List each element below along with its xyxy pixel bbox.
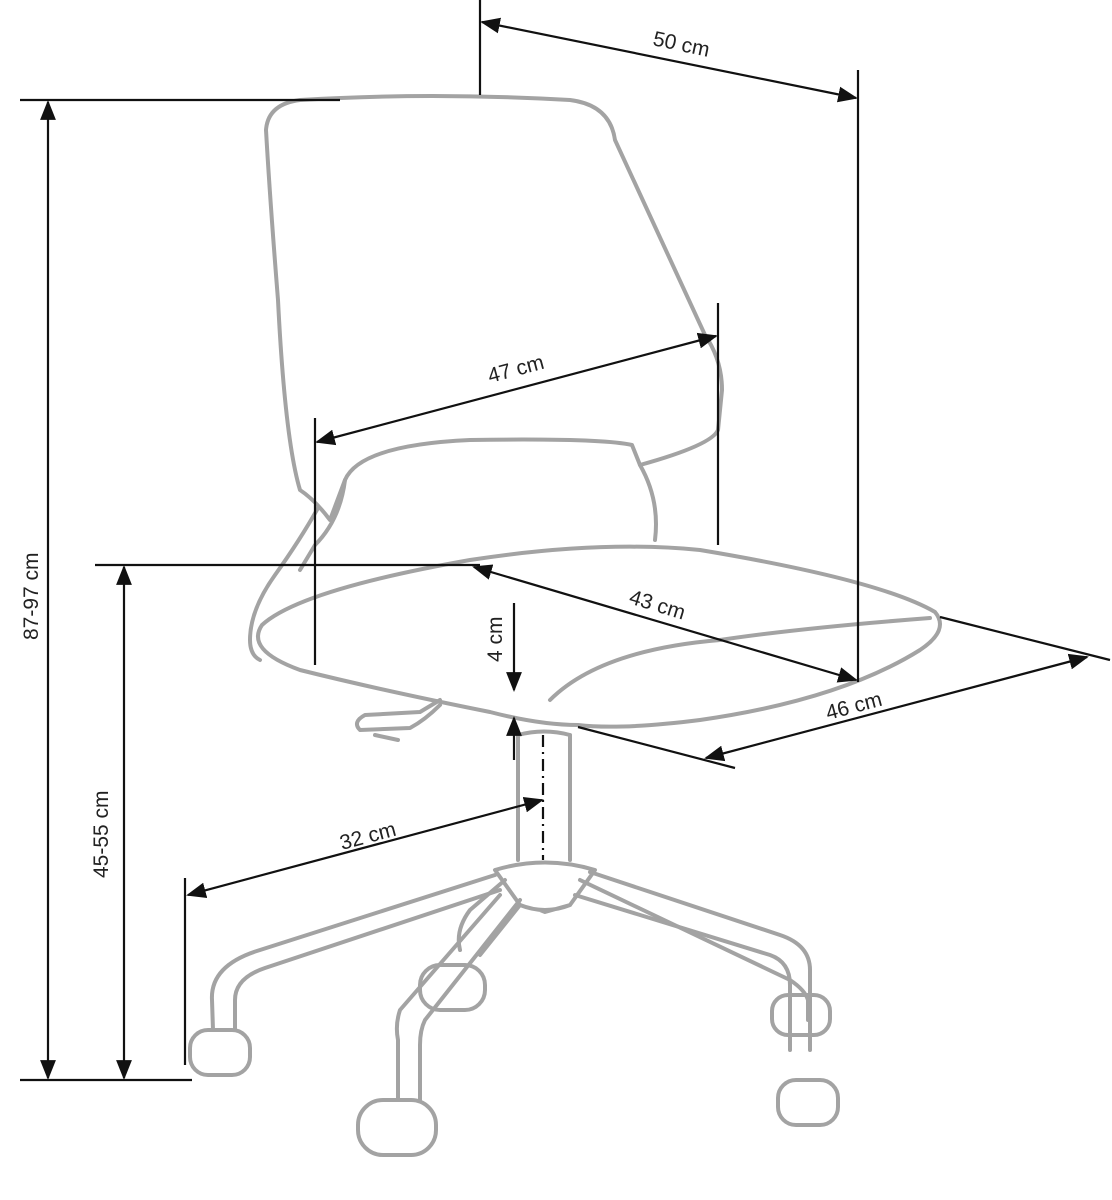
chair-seat-inner	[548, 616, 932, 702]
caster-wheels	[188, 963, 840, 1157]
chair-leg-left	[209, 873, 502, 1032]
chair-back-lower	[248, 506, 320, 662]
label-width-total: 50 cm	[651, 27, 712, 61]
chair-leg-back-right	[578, 878, 810, 1022]
chair-base-hub	[493, 860, 597, 914]
chair-leg-front	[394, 893, 522, 1102]
chair-outline	[188, 94, 942, 1157]
dimension-lines	[20, 0, 1111, 1082]
chair-backrest	[264, 94, 724, 522]
label-total-height: 87-97 cm	[20, 552, 43, 640]
chair-lever	[354, 698, 442, 742]
label-base-radius: 32 cm	[337, 818, 398, 855]
label-back-width: 47 cm	[485, 351, 546, 388]
label-seat-thickness: 4 cm	[484, 616, 507, 662]
chair-leg-right	[573, 870, 812, 1052]
chair-leg-back	[456, 878, 522, 957]
chair-back-inner	[298, 463, 658, 572]
label-seat-depth: 43 cm	[627, 586, 688, 625]
label-seat-height: 45-55 cm	[90, 790, 113, 878]
